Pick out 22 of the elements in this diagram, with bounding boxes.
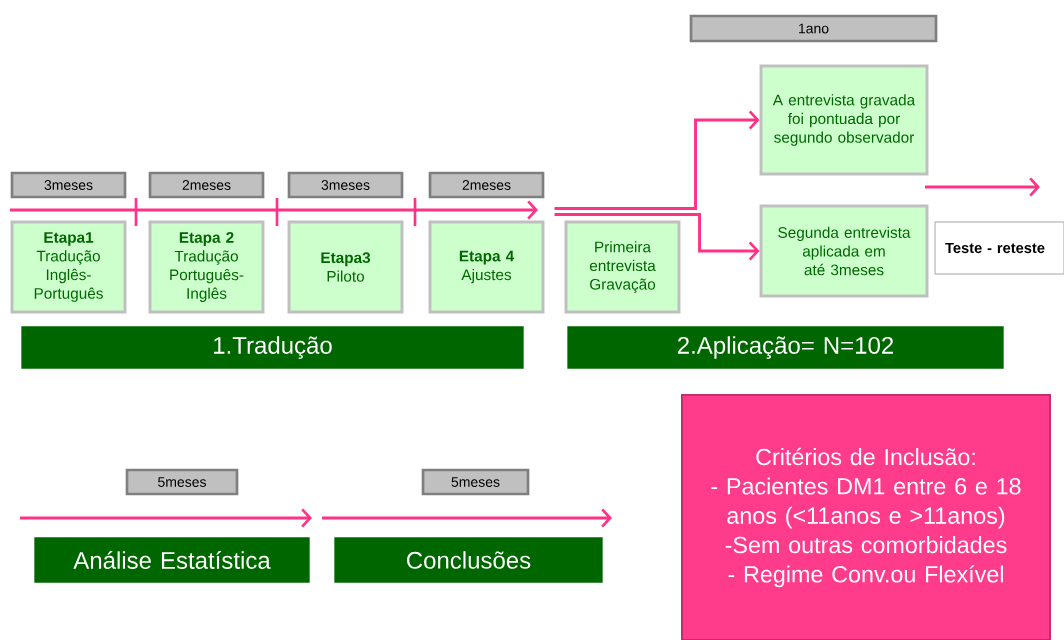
duration-box: 5meses <box>421 468 530 496</box>
step-box: Primeira entrevista Gravação <box>564 220 681 314</box>
phase-bar: Análise Estatística <box>31 534 313 586</box>
arrow <box>554 213 760 261</box>
duration-box: 3meses <box>287 171 404 199</box>
step-box: Etapa1 Tradução Inglês-Português <box>10 220 127 314</box>
phase-bar: 1.Tradução <box>18 323 527 372</box>
step-box: A entrevista gravada foi pontuada por segundo observador <box>759 64 929 176</box>
step-box: Etapa 2 Tradução Português-Inglês <box>148 220 265 314</box>
note-box: Teste - reteste <box>934 221 1064 275</box>
phase-bar: 2.Aplicação= N=102 <box>564 323 1007 372</box>
step-box: Segunda entrevista aplicada em até 3meses <box>759 204 929 298</box>
duration-box: 2meses <box>148 171 265 199</box>
duration-box: 2meses <box>428 171 545 199</box>
duration-box: 3meses <box>10 171 127 199</box>
arrow <box>554 110 760 210</box>
phase-bar: Conclusões <box>331 534 606 586</box>
step-box: Etapa 4 Ajustes <box>428 220 545 314</box>
step-box: Etapa3 Piloto <box>287 220 404 314</box>
duration-box: 5meses <box>125 468 239 496</box>
criteria-box: Critérios de Inclusão: - Pacientes DM1 entre 6 e 18 anos (<11anos e >11anos) -Sem outras comorbidades - Regime Conv.ou Flexível <box>681 394 1051 640</box>
duration-box: 1ano <box>689 14 938 43</box>
